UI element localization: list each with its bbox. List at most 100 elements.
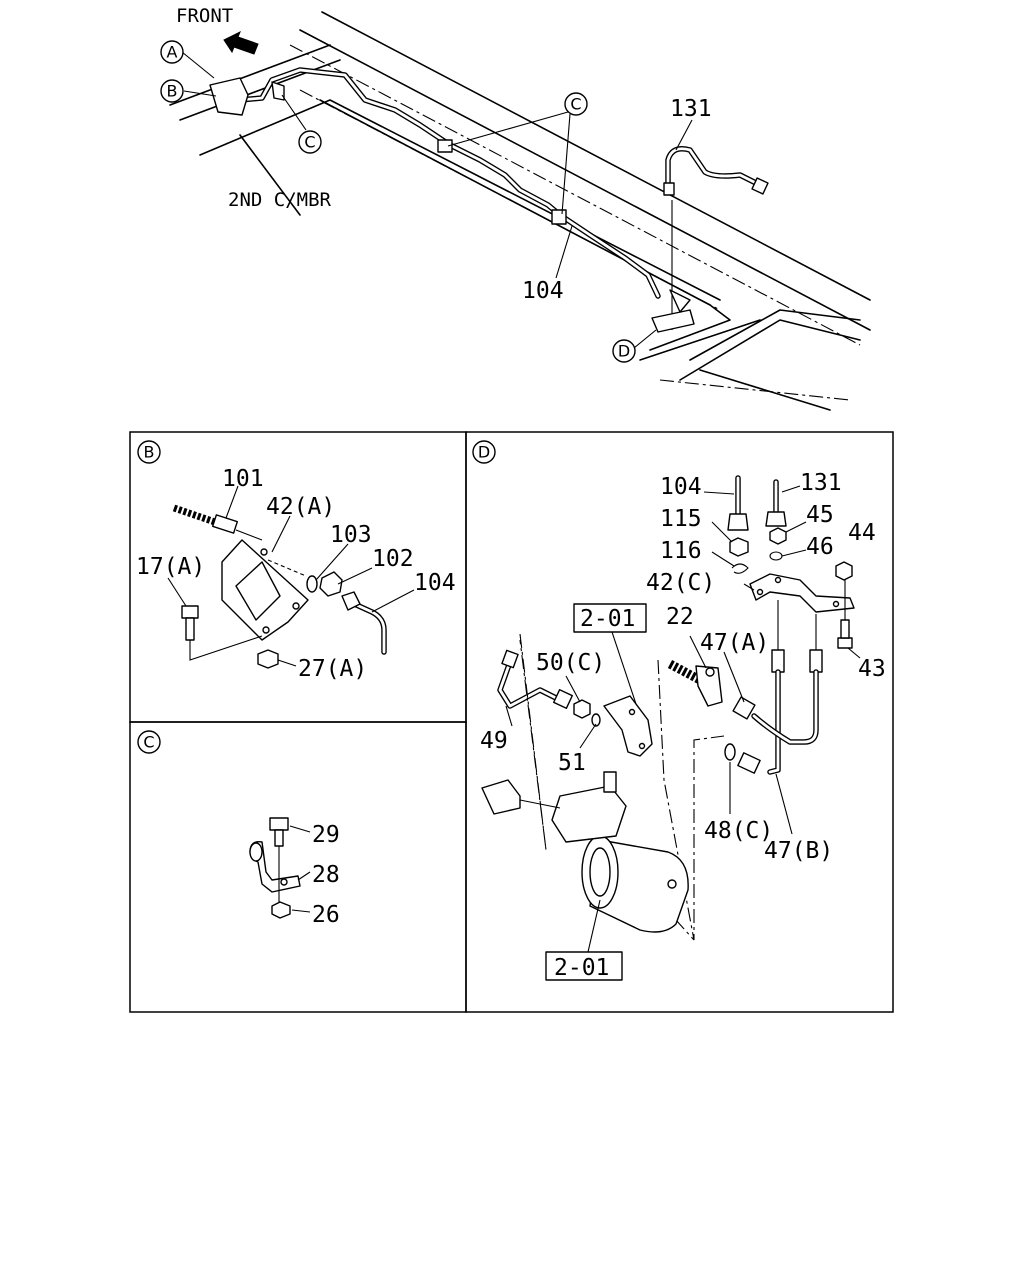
washer-51 bbox=[591, 713, 601, 727]
top-overview: FRONT 2ND C/MBR A B C C D 131 104 bbox=[160, 5, 871, 411]
nut-50c bbox=[573, 699, 591, 719]
bracket-42c bbox=[749, 573, 855, 613]
leader-line bbox=[281, 94, 307, 131]
joint-22-hose bbox=[667, 660, 703, 684]
leader-line bbox=[561, 113, 571, 215]
leader-line bbox=[277, 659, 297, 667]
view-marker-c-letter: C bbox=[570, 95, 581, 114]
part-number-44: 44 bbox=[848, 520, 876, 546]
leader-line bbox=[183, 90, 217, 97]
bracket-hole bbox=[262, 626, 270, 634]
flare-nut bbox=[765, 511, 787, 527]
lock-washer-116 bbox=[731, 563, 749, 574]
bolt-29 bbox=[274, 829, 284, 847]
booster-valve-housing bbox=[551, 785, 627, 843]
bolt-head-43 bbox=[837, 637, 853, 649]
panel-b-marker bbox=[137, 440, 161, 464]
three-way-joint-22 bbox=[695, 665, 723, 707]
bracket-d bbox=[651, 309, 695, 333]
view-marker-c bbox=[298, 130, 322, 154]
part-number-103: 103 bbox=[330, 522, 372, 548]
leader-line bbox=[633, 329, 657, 349]
member-label: 2ND C/MBR bbox=[228, 189, 332, 211]
leader-line bbox=[315, 543, 349, 581]
hose-fitting bbox=[737, 752, 761, 774]
pipe-49 bbox=[498, 660, 562, 708]
panel-c-marker bbox=[137, 730, 161, 754]
leader-line bbox=[181, 51, 215, 79]
bolt-head-29 bbox=[269, 817, 289, 831]
panel-d: D bbox=[472, 440, 886, 981]
leader-line bbox=[271, 515, 291, 553]
panel-b: B 101 42(A) 103 102 bbox=[136, 440, 456, 682]
flare-nut bbox=[663, 182, 675, 196]
booster-bracket bbox=[603, 695, 653, 757]
leader-line bbox=[675, 119, 693, 151]
leader-line bbox=[371, 589, 415, 613]
bracket-hole bbox=[628, 708, 636, 716]
part-number-29: 29 bbox=[312, 822, 340, 848]
panel-c-marker-letter: C bbox=[143, 733, 154, 752]
assembly-line bbox=[189, 635, 263, 661]
bracket-hole bbox=[832, 600, 840, 608]
leader-line bbox=[781, 485, 801, 493]
front-arrow-icon bbox=[223, 30, 259, 55]
panel-d-marker-letter: D bbox=[478, 443, 490, 462]
frame-rail-line bbox=[699, 369, 831, 411]
bolt-43 bbox=[840, 619, 850, 639]
hose-fitting bbox=[732, 696, 756, 720]
part-number-47b: 47(B) bbox=[764, 838, 833, 864]
part-number-104: 104 bbox=[522, 278, 564, 304]
flare-nut bbox=[727, 513, 749, 531]
frame-centerline bbox=[289, 44, 861, 346]
washer-46 bbox=[769, 551, 783, 561]
part-number-104: 104 bbox=[414, 570, 456, 596]
leader-line bbox=[785, 521, 807, 533]
part-number-104: 104 bbox=[660, 474, 702, 500]
leader-line bbox=[847, 647, 861, 659]
bracket-d-tab bbox=[669, 289, 691, 313]
joint-port bbox=[705, 667, 715, 677]
pipe-clip bbox=[437, 139, 453, 153]
part-number-42c: 42(C) bbox=[646, 570, 715, 596]
part-number-42a: 42(A) bbox=[266, 494, 335, 520]
bracket-42a-face bbox=[235, 561, 281, 621]
flare-nut bbox=[751, 177, 769, 195]
nut-44 bbox=[835, 561, 853, 581]
leader-line bbox=[337, 567, 373, 585]
leader-line bbox=[775, 773, 793, 835]
leader-line bbox=[297, 871, 311, 881]
view-marker-a bbox=[160, 40, 184, 64]
frame-rail-line bbox=[299, 29, 871, 331]
booster-stud bbox=[667, 879, 677, 889]
washer-48c bbox=[724, 743, 736, 761]
flare-nut bbox=[552, 688, 574, 710]
part-number-102: 102 bbox=[372, 546, 414, 572]
flare-nut bbox=[501, 649, 519, 669]
part-number-46: 46 bbox=[806, 534, 834, 560]
brake-hose-47b bbox=[768, 670, 780, 774]
leader-line bbox=[291, 909, 311, 913]
assembly-line bbox=[235, 529, 263, 541]
bracket-hole bbox=[774, 576, 782, 584]
view-marker-d-letter: D bbox=[618, 342, 630, 361]
panel-c-frame bbox=[129, 721, 467, 1013]
leader-line bbox=[289, 825, 311, 833]
pipe-clip bbox=[271, 81, 285, 101]
view-marker-b bbox=[160, 79, 184, 103]
leader-line bbox=[611, 631, 637, 705]
leader-line bbox=[167, 577, 187, 607]
leader-line bbox=[555, 225, 573, 279]
nut-26 bbox=[271, 901, 291, 919]
brake-pipe-104 bbox=[238, 68, 660, 298]
part-number-50c: 50(C) bbox=[536, 650, 605, 676]
flare-nut bbox=[341, 591, 361, 611]
booster-connector bbox=[481, 779, 521, 815]
leader-line bbox=[781, 549, 807, 557]
nut-45 bbox=[769, 527, 787, 545]
panel-d-frame bbox=[465, 431, 894, 1013]
cross-member-edge bbox=[689, 309, 861, 361]
leader-line bbox=[505, 705, 513, 727]
part-number-17a: 17(A) bbox=[136, 554, 205, 580]
cross-member-edge bbox=[679, 319, 861, 381]
